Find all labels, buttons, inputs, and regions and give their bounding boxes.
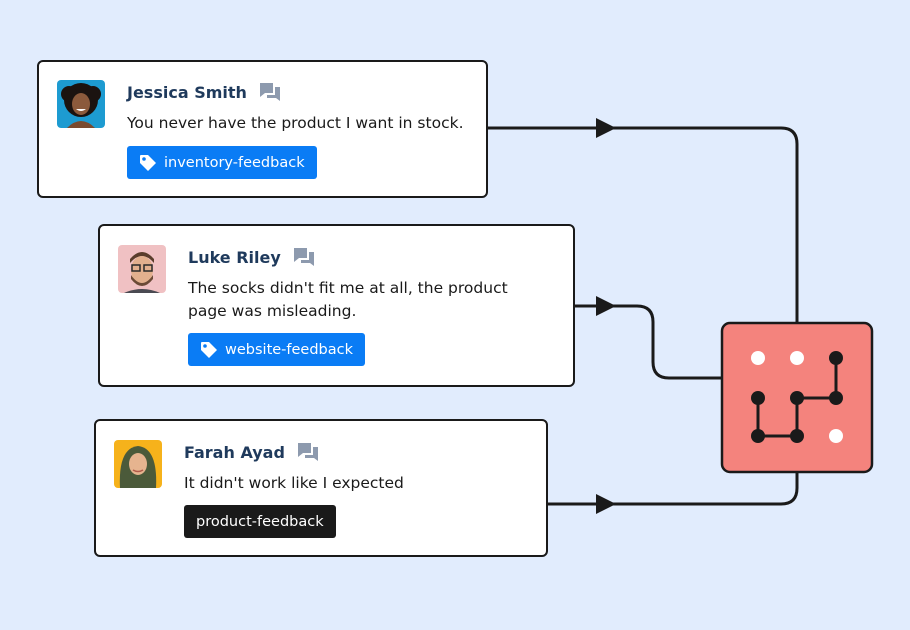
avatar	[57, 80, 105, 128]
tag-icon	[140, 154, 156, 171]
feedback-tag[interactable]: product-feedback	[184, 505, 336, 538]
feedback-card-3: Farah Ayad It didn't work like I expecte…	[94, 419, 548, 557]
feedback-card-2: Luke Riley The socks didn't fit me at al…	[98, 224, 575, 387]
user-name: Luke Riley	[188, 247, 281, 267]
tag-label: inventory-feedback	[164, 154, 305, 171]
user-name: Jessica Smith	[127, 82, 247, 102]
feedback-tag[interactable]: website-feedback	[188, 333, 366, 366]
hub-node	[720, 321, 874, 474]
connector-arrow-2	[596, 296, 616, 316]
avatar	[114, 440, 162, 488]
feedback-card-1: Jessica Smith You never have the product…	[37, 60, 488, 198]
feedback-message: The socks didn't fit me at all, the prod…	[188, 279, 508, 320]
avatar	[118, 245, 166, 293]
feedback-message: It didn't work like I expected	[184, 474, 404, 492]
connector-line-2	[570, 304, 722, 380]
connector-line-1	[487, 126, 799, 323]
connector-line-3	[547, 472, 799, 506]
dot-grid-path-icon	[751, 351, 843, 443]
feedback-tag[interactable]: inventory-feedback	[127, 146, 317, 179]
feedback-message: You never have the product I want in sto…	[127, 114, 464, 132]
chat-bubbles-icon	[293, 248, 314, 266]
tag-label: product-feedback	[196, 513, 324, 530]
chat-bubbles-icon	[259, 83, 280, 101]
tag-icon	[201, 341, 217, 358]
connector-arrow-3	[596, 494, 616, 514]
chat-bubbles-icon	[297, 443, 318, 461]
tag-label: website-feedback	[225, 341, 354, 358]
user-name: Farah Ayad	[184, 442, 285, 462]
connector-arrow-1	[596, 118, 616, 138]
